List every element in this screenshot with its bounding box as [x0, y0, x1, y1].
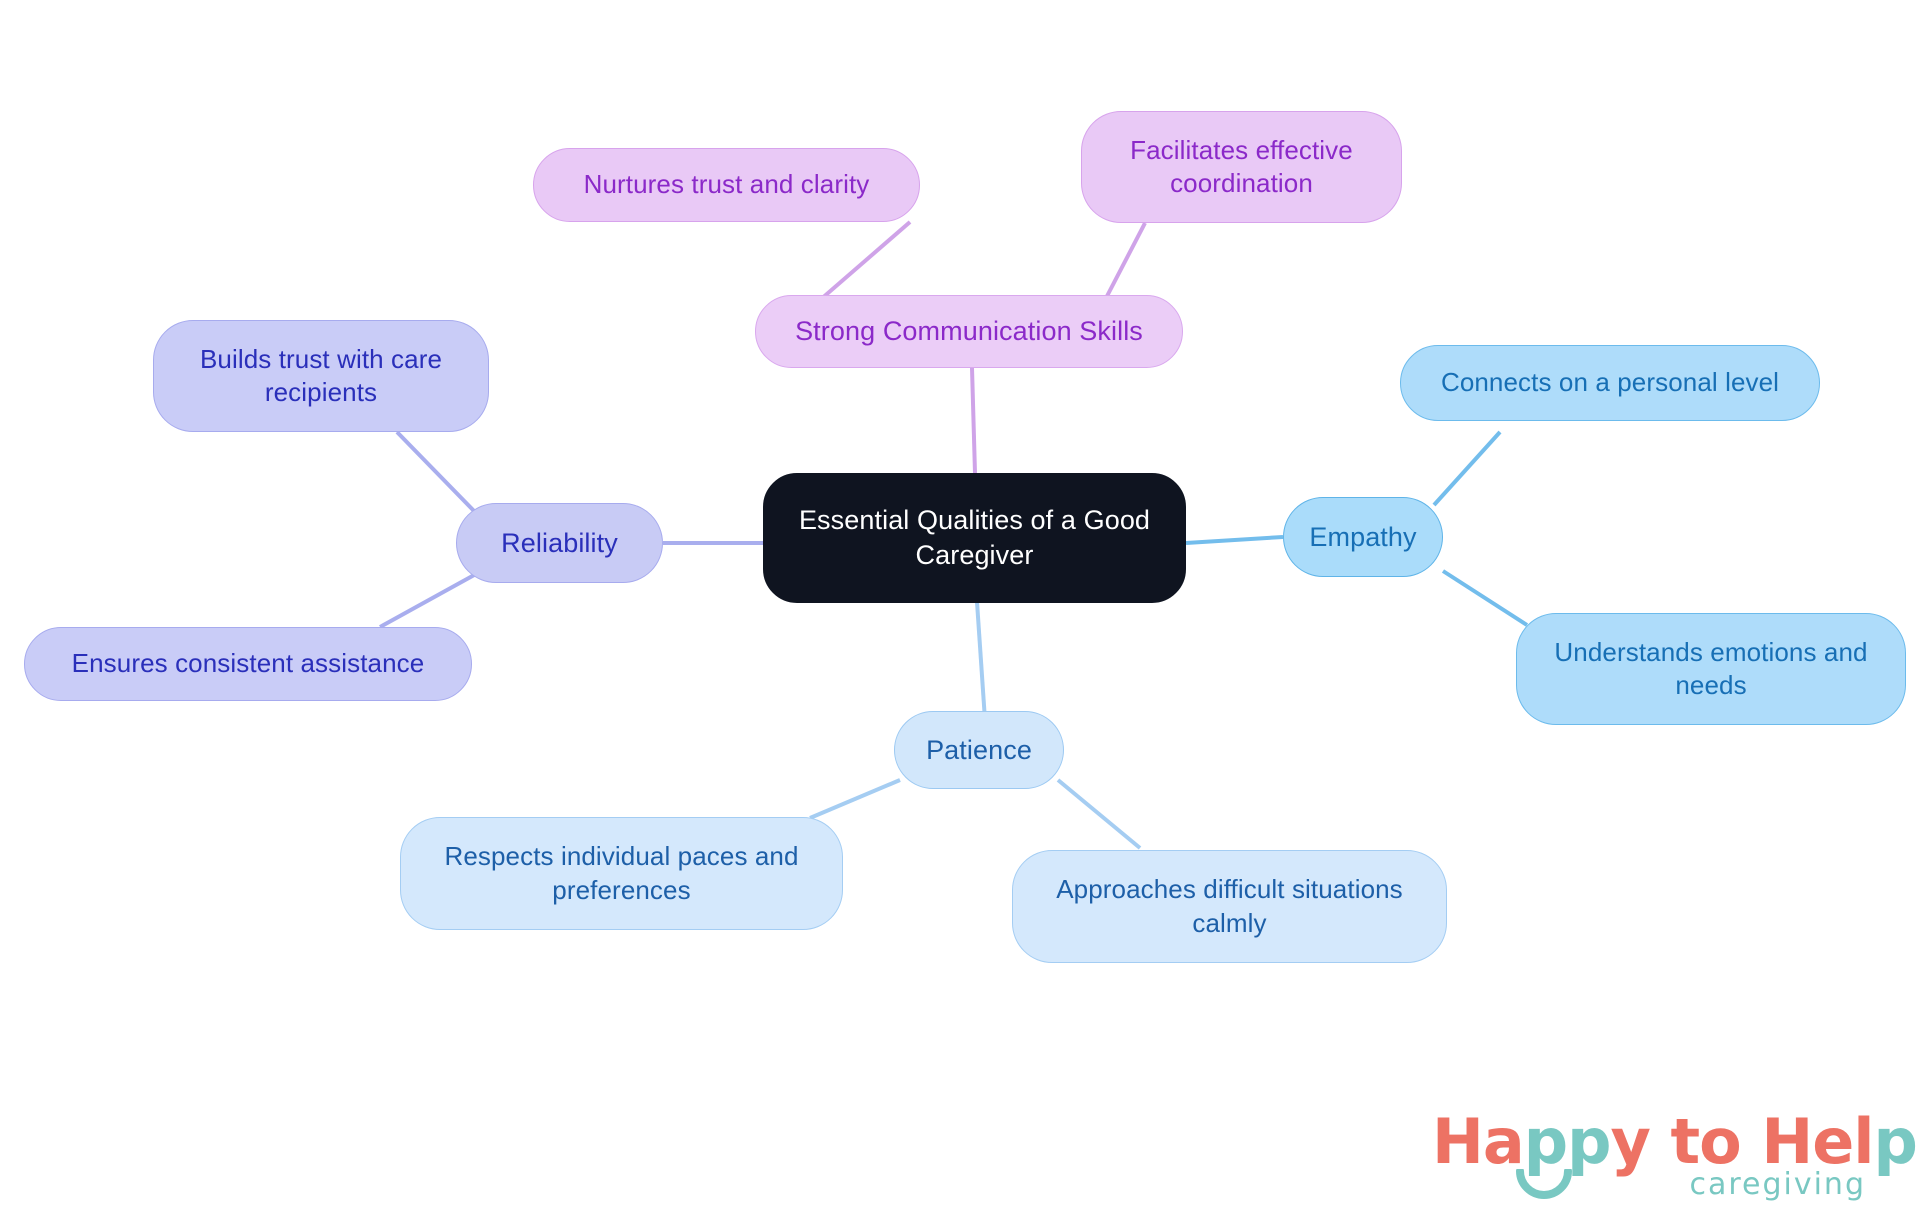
- node-leaf-approaches-difficult-situations-calmly-label: Approaches difficult situations calmly: [1056, 874, 1403, 938]
- smile-icon: [1516, 1169, 1572, 1199]
- brand-logo: Happy to Help caregiving: [1432, 1105, 1918, 1205]
- node-leaf-respects-individual-paces-and-preferences[interactable]: Respects individual paces and preference…: [400, 817, 843, 930]
- edge-empathy-child2: [1441, 569, 1529, 627]
- node-branch-communication[interactable]: Strong Communication Skills: [755, 295, 1183, 368]
- node-branch-communication-label: Strong Communication Skills: [795, 316, 1143, 347]
- brand-logo-wordmark: Happy to Help: [1432, 1105, 1918, 1178]
- node-leaf-understands-emotions-and-needs[interactable]: Understands emotions and needs: [1516, 613, 1906, 725]
- node-root[interactable]: Essential Qualities of a Good Caregiver: [763, 473, 1186, 603]
- edge-communication-child2: [1103, 222, 1147, 301]
- node-leaf-nurtures-trust-and-clarity-label: Nurtures trust and clarity: [583, 169, 870, 200]
- node-leaf-respects-individual-paces-and-preferences-label: Respects individual paces and preference…: [444, 841, 799, 905]
- node-branch-patience-label: Patience: [926, 734, 1032, 765]
- edge-reliability-child1: [395, 430, 477, 514]
- node-leaf-facilitates-effective-coordination-label: Facilitates effective coordination: [1130, 134, 1353, 198]
- node-branch-reliability-label: Reliability: [501, 527, 618, 558]
- node-leaf-nurtures-trust-and-clarity[interactable]: Nurtures trust and clarity: [533, 148, 920, 222]
- logo-text-pp: pp: [1523, 1105, 1612, 1178]
- node-root-label: Essential Qualities of a Good Caregiver: [798, 505, 1151, 570]
- edge-reliability-child2: [379, 572, 477, 629]
- edge-root-empathy: [1185, 535, 1284, 545]
- edge-root-communication: [970, 367, 977, 474]
- node-leaf-understands-emotions-and-needs-label: Understands emotions and needs: [1554, 636, 1868, 700]
- node-leaf-builds-trust-with-care-recipients[interactable]: Builds trust with care recipients: [153, 320, 489, 432]
- node-branch-empathy[interactable]: Empathy: [1283, 497, 1443, 577]
- node-leaf-builds-trust-with-care-recipients-label: Builds trust with care recipients: [199, 343, 443, 407]
- node-leaf-connects-on-a-personal-level[interactable]: Connects on a personal level: [1400, 345, 1820, 421]
- edge-patience-child1: [809, 778, 901, 820]
- edge-empathy-child1: [1432, 430, 1502, 507]
- brand-logo-tagline: caregiving: [1689, 1167, 1866, 1202]
- edge-patience-child2: [1056, 778, 1142, 850]
- edge-communication-child1: [818, 220, 912, 302]
- node-branch-empathy-label: Empathy: [1309, 521, 1417, 552]
- node-leaf-ensures-consistent-assistance-label: Ensures consistent assistance: [71, 648, 425, 679]
- logo-text-y-to-he: y to He: [1610, 1105, 1855, 1178]
- logo-text-l: l: [1853, 1105, 1874, 1178]
- node-leaf-approaches-difficult-situations-calmly[interactable]: Approaches difficult situations calmly: [1012, 850, 1447, 963]
- node-leaf-connects-on-a-personal-level-label: Connects on a personal level: [1440, 367, 1780, 398]
- edge-root-patience: [975, 601, 987, 721]
- node-leaf-ensures-consistent-assistance[interactable]: Ensures consistent assistance: [24, 627, 472, 701]
- node-branch-reliability[interactable]: Reliability: [456, 503, 663, 583]
- logo-text-p: p: [1873, 1105, 1918, 1178]
- logo-text-ha: Ha: [1432, 1105, 1525, 1178]
- node-leaf-facilitates-effective-coordination[interactable]: Facilitates effective coordination: [1081, 111, 1402, 223]
- node-branch-patience[interactable]: Patience: [894, 711, 1064, 789]
